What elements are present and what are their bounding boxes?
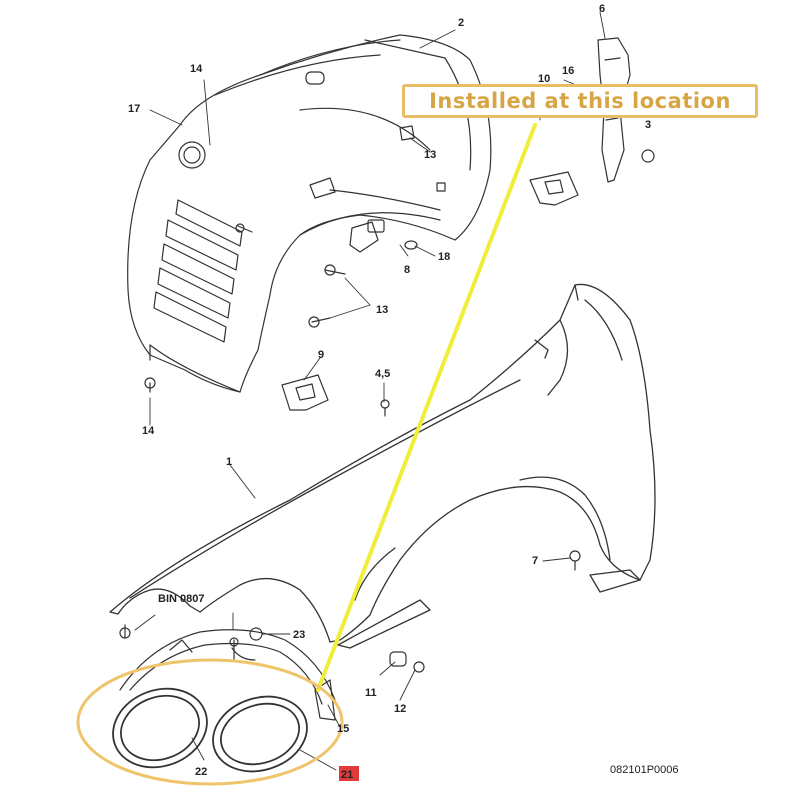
callout-box: Installed at this location [402, 84, 758, 118]
wheel-arch-liner [127, 34, 492, 393]
part-label-13-upper: 13 [424, 149, 436, 161]
part-label-21: 21 [341, 769, 353, 781]
part-label-13-lower: 13 [376, 304, 388, 316]
part-label-14-bottom: 14 [142, 425, 155, 437]
part-label-7: 7 [532, 555, 538, 567]
part-label-22: 22 [195, 766, 207, 778]
part-label-6: 6 [599, 3, 605, 15]
part-label-4-5: 4,5 [375, 368, 390, 380]
headlamp-ring-right [212, 695, 308, 773]
callout-text: Installed at this location [429, 89, 731, 113]
clip-bracket-upper [529, 171, 579, 206]
part-number-labels: 2 6 14 10 16 17 13 3 13 8 18 9 4,5 14 1 … [128, 3, 651, 781]
highlight-line [316, 123, 537, 692]
plug-part [349, 125, 418, 253]
part-label-10: 10 [538, 73, 550, 85]
reference-code: 082101P0006 [610, 764, 679, 776]
part-label-23: 23 [293, 629, 305, 641]
front-fender [109, 283, 656, 649]
part-label-1: 1 [226, 456, 232, 468]
part-label-17: 17 [128, 103, 140, 115]
part-label-15: 15 [337, 723, 349, 735]
part-label-14-top: 14 [190, 63, 203, 75]
part-21-highlight-box [339, 766, 359, 781]
leader-lines [134, 11, 606, 771]
part-label-3: 3 [645, 119, 651, 131]
part-label-8: 8 [404, 264, 410, 276]
headlamp-ring-left [112, 687, 208, 769]
part-label-2: 2 [458, 17, 464, 29]
part-label-9: 9 [318, 349, 324, 361]
highlight-ellipse [76, 658, 344, 786]
clip-bracket-lower [281, 374, 329, 411]
bin-label: BIN 0807 [158, 593, 205, 605]
part-label-12: 12 [394, 703, 406, 715]
arch-trim-upper [119, 629, 336, 721]
part-label-18: 18 [438, 251, 450, 263]
part-label-16: 16 [562, 65, 574, 77]
part-label-11: 11 [365, 687, 377, 699]
